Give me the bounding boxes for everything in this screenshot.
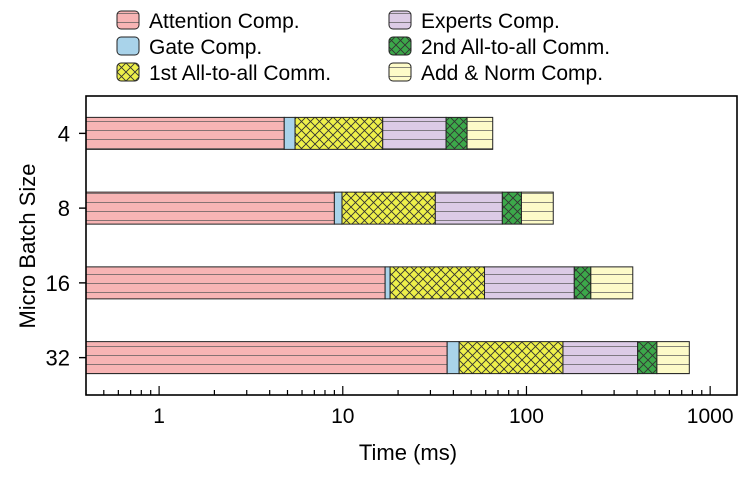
bar-segment-gate-comp-32 xyxy=(446,341,460,375)
x-tick-label-100: 100 xyxy=(509,405,544,428)
legend-swatch-gate-comp xyxy=(116,36,140,56)
x-axis-title: Time (ms) xyxy=(359,440,457,465)
bar-segment-attention-comp-32 xyxy=(85,341,448,375)
bar-segment-2nd-all-to-all-comm-8 xyxy=(501,191,522,225)
legend-label-gate-comp: Gate Comp. xyxy=(149,36,262,59)
x-tick-label-1000: 1000 xyxy=(687,405,734,428)
legend-label-attention-comp: Attention Comp. xyxy=(149,10,300,33)
legend-item-experts-comp: Experts Comp. xyxy=(388,10,560,33)
bar-segment-attention-comp-4 xyxy=(85,116,285,150)
bar-segment-add-and-norm-comp-16 xyxy=(590,266,634,300)
y-tick-label-8: 8 xyxy=(58,196,70,221)
bar-segment-1st-all-to-all-comm-16 xyxy=(389,266,486,300)
bar-segment-add-and-norm-comp-32 xyxy=(656,341,690,375)
legend-label-1st-all-to-all-comm: 1st All-to-all Comm. xyxy=(149,62,331,85)
y-axis-title: Micro Batch Size xyxy=(15,163,40,328)
plot-frame xyxy=(85,95,738,396)
bar-segment-experts-comp-16 xyxy=(484,266,575,300)
bars xyxy=(85,116,690,375)
bar-segment-attention-comp-16 xyxy=(85,266,386,300)
bar-segment-1st-all-to-all-comm-32 xyxy=(458,341,564,375)
bar-segment-2nd-all-to-all-comm-4 xyxy=(445,116,468,150)
bar-segment-add-and-norm-comp-4 xyxy=(466,116,494,150)
legend-swatch-2nd-all-to-all-comm xyxy=(388,36,412,56)
bar-segment-experts-comp-4 xyxy=(382,116,447,150)
y-tick-label-4: 4 xyxy=(58,121,70,146)
bar-segment-1st-all-to-all-comm-4 xyxy=(294,116,384,150)
legend-item-add-and-norm-comp: Add & Norm Comp. xyxy=(388,62,603,85)
y-tick-label-16: 16 xyxy=(46,271,70,296)
legend-item-2nd-all-to-all-comm: 2nd All-to-all Comm. xyxy=(388,36,610,59)
bar-segment-gate-comp-4 xyxy=(283,116,296,150)
legend-label-experts-comp: Experts Comp. xyxy=(421,10,560,33)
legend-swatch-experts-comp xyxy=(388,10,412,30)
legend-swatch-add-and-norm-comp xyxy=(388,62,412,82)
legend: Attention Comp. Gate Comp. 1st All-to-all … xyxy=(116,10,610,85)
bar-segment-gate-comp-8 xyxy=(333,191,343,225)
bar-segment-gate-comp-16 xyxy=(384,266,391,300)
bar-segment-add-and-norm-comp-8 xyxy=(520,191,554,225)
y-tick-label-32: 32 xyxy=(46,346,70,371)
x-tick-label-10: 10 xyxy=(331,405,354,428)
bar-segment-attention-comp-8 xyxy=(85,191,335,225)
bar-segment-2nd-all-to-all-comm-16 xyxy=(573,266,592,300)
bar-segment-experts-comp-8 xyxy=(434,191,503,225)
bar-segment-experts-comp-32 xyxy=(562,341,639,375)
legend-label-add-and-norm-comp: Add & Norm Comp. xyxy=(421,62,603,85)
legend-label-2nd-all-to-all-comm: 2nd All-to-all Comm. xyxy=(421,36,610,59)
legend-swatch-attention-comp xyxy=(116,10,140,30)
legend-item-attention-comp: Attention Comp. xyxy=(116,10,300,33)
legend-swatch-1st-all-to-all-comm xyxy=(116,62,140,82)
legend-item-gate-comp: Gate Comp. xyxy=(116,36,262,59)
bar-segment-1st-all-to-all-comm-8 xyxy=(341,191,436,225)
bar-segment-2nd-all-to-all-comm-32 xyxy=(637,341,658,375)
legend-item-1st-all-to-all-comm: 1st All-to-all Comm. xyxy=(116,62,331,85)
axes: 4 8 16 32 1 10 100 1000 xyxy=(46,95,738,428)
x-tick-label-1: 1 xyxy=(153,405,165,428)
